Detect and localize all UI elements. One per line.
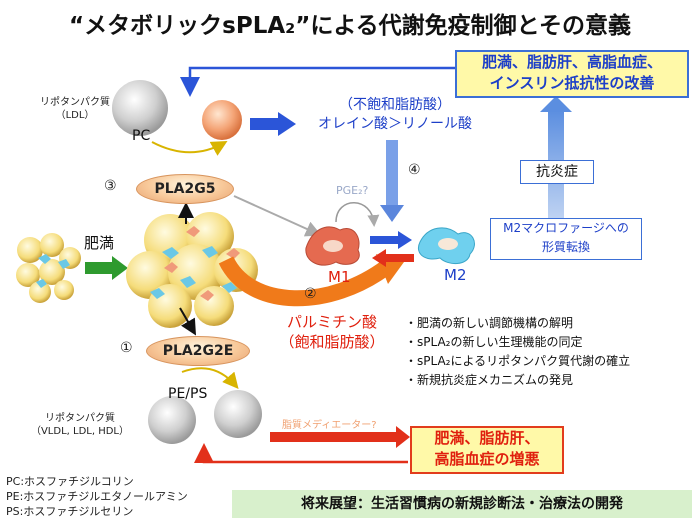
worsening-line2: 高脂血症の増悪	[434, 450, 540, 468]
palmitic-line2: （飽和脂肪酸）	[279, 333, 385, 351]
pe-ps-label: PE/PS	[168, 386, 208, 402]
lipoprotein-vldl	[148, 396, 196, 444]
worsening-line1: 肥満、脂肪肝、	[434, 429, 540, 447]
step3-label: ③	[104, 178, 117, 194]
lipoprotein-ldl-processed	[202, 100, 242, 140]
future-perspective-banner: 将来展望：生活習慣病の新規診断法・治療法の開発	[232, 490, 692, 518]
improvement-line2: インスリン抵抗性の改善	[489, 74, 655, 92]
pla2g5-to-m1-arrow	[233, 195, 322, 237]
legend-item: PC:ホスファチジルコリン	[6, 475, 134, 488]
finding-item: ・sPLA₂によるリポタンパク質代謝の確立	[405, 354, 631, 368]
fatty-acid-arrow	[250, 112, 296, 136]
lipoprotein-bottom-line1: リポタンパク質	[45, 413, 115, 424]
step1-label: ①	[120, 340, 133, 356]
improvement-line1: 肥満、脂肪肝、高脂血症、	[481, 53, 662, 71]
lipoprotein-vldl-processed	[214, 390, 262, 438]
palmitic-line1: パルミチン酸	[286, 313, 377, 331]
m2-transform-line2: 形質転換	[541, 240, 590, 254]
worsening-box: 肥満、脂肪肝、 高脂血症の増悪	[410, 426, 564, 474]
lipoprotein-bottom-label: リポタンパク質 （VLDL, LDL, HDL）	[20, 412, 140, 438]
fatty-acid-line1: （不飽和脂肪酸）	[339, 97, 451, 113]
feedback-arrow-top	[180, 66, 455, 97]
pla2g5-enzyme: PLA2G5	[136, 174, 234, 204]
page-title: “メタボリックsPLA₂”による代謝免疫制御とその意義	[69, 13, 631, 39]
pc-conversion-arrow	[151, 141, 228, 156]
pge2-label: PGE₂?	[336, 184, 369, 197]
pe-ps-conversion-arrow	[181, 367, 239, 390]
obesity-arrow	[85, 256, 128, 280]
finding-item: ・新規抗炎症メカニズムの発見	[405, 373, 574, 387]
pla2g2e-enzyme: PLA2G2E	[146, 336, 250, 366]
lipoprotein-bottom-line2: （VLDL, LDL, HDL）	[30, 426, 130, 437]
arrow-to-pla2g2e	[179, 307, 197, 336]
step4-arrow	[380, 205, 404, 222]
m1-label: M1	[328, 268, 351, 286]
fatty-acid-line2: オレイン酸＞リノール酸	[318, 116, 472, 132]
pc-label: PC	[132, 128, 151, 144]
m1-to-m2-arrow	[370, 231, 412, 249]
obesity-label: 肥満	[84, 234, 115, 252]
palmitic-curve	[218, 256, 393, 307]
legend-item: PE:ホスファチジルエタノールアミン	[6, 490, 188, 503]
lipoprotein-top-line1: リポタンパク質	[40, 97, 110, 108]
pge2-arrow	[335, 202, 380, 227]
feedback-arrow-bottom	[194, 443, 408, 464]
abbreviation-legend: PC:ホスファチジルコリン PE:ホスファチジルエタノールアミン PS:ホスファ…	[6, 474, 188, 519]
finding-item: ・肥満の新しい調節機構の解明	[405, 316, 574, 330]
lipoprotein-top-line2: （LDL）	[55, 110, 95, 121]
anti-inflammation-label: 抗炎症	[520, 160, 594, 184]
anti-inflammation-arrow	[540, 96, 572, 112]
lipid-mediator-arrow	[270, 426, 410, 448]
adipocyte-cluster-small	[16, 233, 81, 303]
m2-to-m1-arrow	[372, 249, 414, 267]
findings-list: ・肥満の新しい調節機構の解明 ・sPLA₂の新しい生理機能の同定 ・sPLA₂に…	[405, 314, 630, 390]
m2-transform-line1: M2マクロファージへの	[503, 221, 629, 235]
step2-label: ②	[304, 286, 317, 302]
step4-label: ④	[408, 162, 421, 178]
legend-item: PS:ホスファチジルセリン	[6, 505, 134, 518]
lipoprotein-ldl	[112, 80, 168, 136]
improvement-box: 肥満、脂肪肝、高脂血症、 インスリン抵抗性の改善	[455, 50, 689, 98]
lipoprotein-top-label: リポタンパク質 （LDL）	[30, 96, 120, 122]
fatty-acid-label: （不飽和脂肪酸） オレイン酸＞リノール酸	[300, 96, 490, 134]
lipid-mediator-label: 脂質メディエーター?	[282, 420, 377, 431]
finding-item: ・sPLA₂の新しい生理機能の同定	[405, 335, 583, 349]
palmitic-acid-label: パルミチン酸 （飽和脂肪酸）	[272, 312, 392, 352]
m2-label: M2	[444, 266, 467, 284]
m2-transform-box: M2マクロファージへの 形質転換	[490, 218, 642, 260]
